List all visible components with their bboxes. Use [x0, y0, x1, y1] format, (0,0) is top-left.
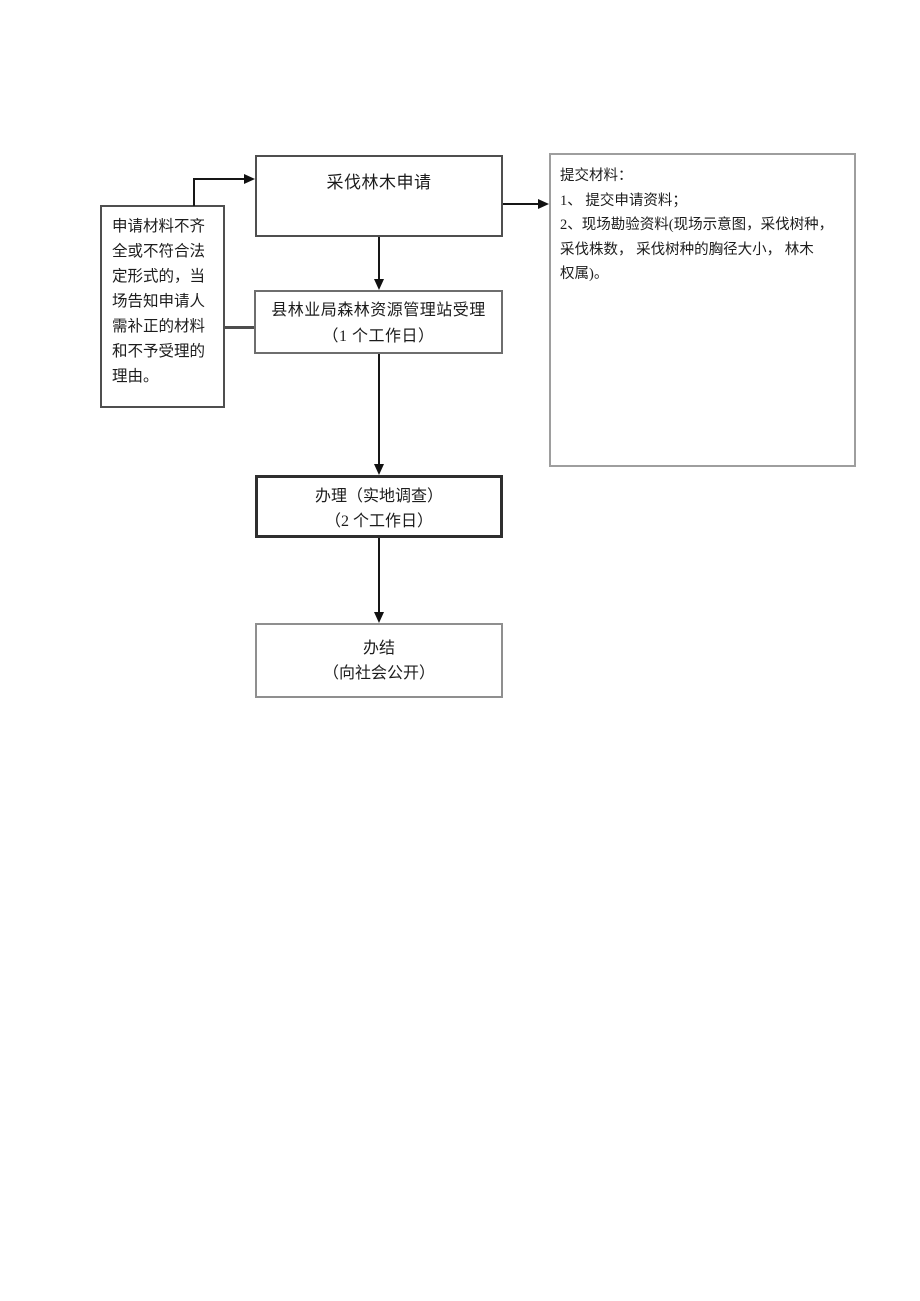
- accept-line: 县林业局森林资源管理站受理: [271, 302, 486, 319]
- flow-box-finish: 办结 （向社会公开）: [255, 623, 503, 698]
- notice-line: 定形式的，当: [112, 268, 206, 285]
- connector-notice-up-segment: [193, 178, 195, 206]
- notice-line: 全或不符合法: [112, 243, 206, 260]
- process-line: （2 个工作日）: [324, 513, 433, 530]
- connector-process-to-finish-segment: [378, 538, 380, 612]
- connector-apply-to-accept-segment: [378, 237, 380, 280]
- finish-line: 办结: [362, 640, 395, 657]
- materials-line: 2、现场勘验资料(现场示意图，采伐树种，: [560, 217, 834, 234]
- flow-box-apply: 采伐林木申请: [255, 155, 503, 237]
- flow-box-materials: 提交材料： 1、 提交申请资料； 2、现场勘验资料(现场示意图，采伐树种， 采伐…: [549, 153, 856, 467]
- materials-line: 采伐株数， 采伐树种的胸径大小， 林木: [560, 241, 814, 258]
- arrowhead-into-materials-icon: [538, 199, 549, 209]
- connector-accept-to-process-segment: [378, 354, 380, 464]
- materials-line: 权属)。: [560, 266, 609, 283]
- accept-line: （1 个工作日）: [322, 328, 435, 345]
- notice-line: 申请材料不齐: [112, 218, 206, 235]
- flow-box-accept: 县林业局森林资源管理站受理 （1 个工作日）: [254, 290, 503, 354]
- materials-line: 1、 提交申请资料；: [560, 192, 687, 209]
- notice-line: 需补正的材料: [112, 318, 206, 335]
- connector-notice-to-accept-segment: [225, 326, 254, 329]
- arrowhead-into-finish-icon: [374, 612, 384, 623]
- flow-box-notice: 申请材料不齐 全或不符合法 定形式的，当 场告知申请人 需补正的材料 和不予受理…: [100, 205, 225, 408]
- arrowhead-into-process-icon: [374, 464, 384, 475]
- notice-line: 和不予受理的: [112, 343, 206, 360]
- finish-line: （向社会公开）: [322, 665, 435, 682]
- notice-line: 场告知申请人: [112, 293, 206, 310]
- notice-line: 理由。: [112, 368, 159, 385]
- connector-notice-to-apply-segment: [193, 178, 244, 180]
- flow-box-apply-label: 采伐林木申请: [326, 173, 432, 192]
- arrowhead-into-accept-icon: [374, 279, 384, 290]
- process-line: 办理（实地调查）: [314, 488, 443, 505]
- arrowhead-into-apply-icon: [244, 174, 255, 184]
- connector-apply-to-materials-segment: [503, 203, 538, 205]
- flow-box-process: 办理（实地调查） （2 个工作日）: [255, 475, 503, 538]
- materials-line: 提交材料：: [560, 168, 633, 184]
